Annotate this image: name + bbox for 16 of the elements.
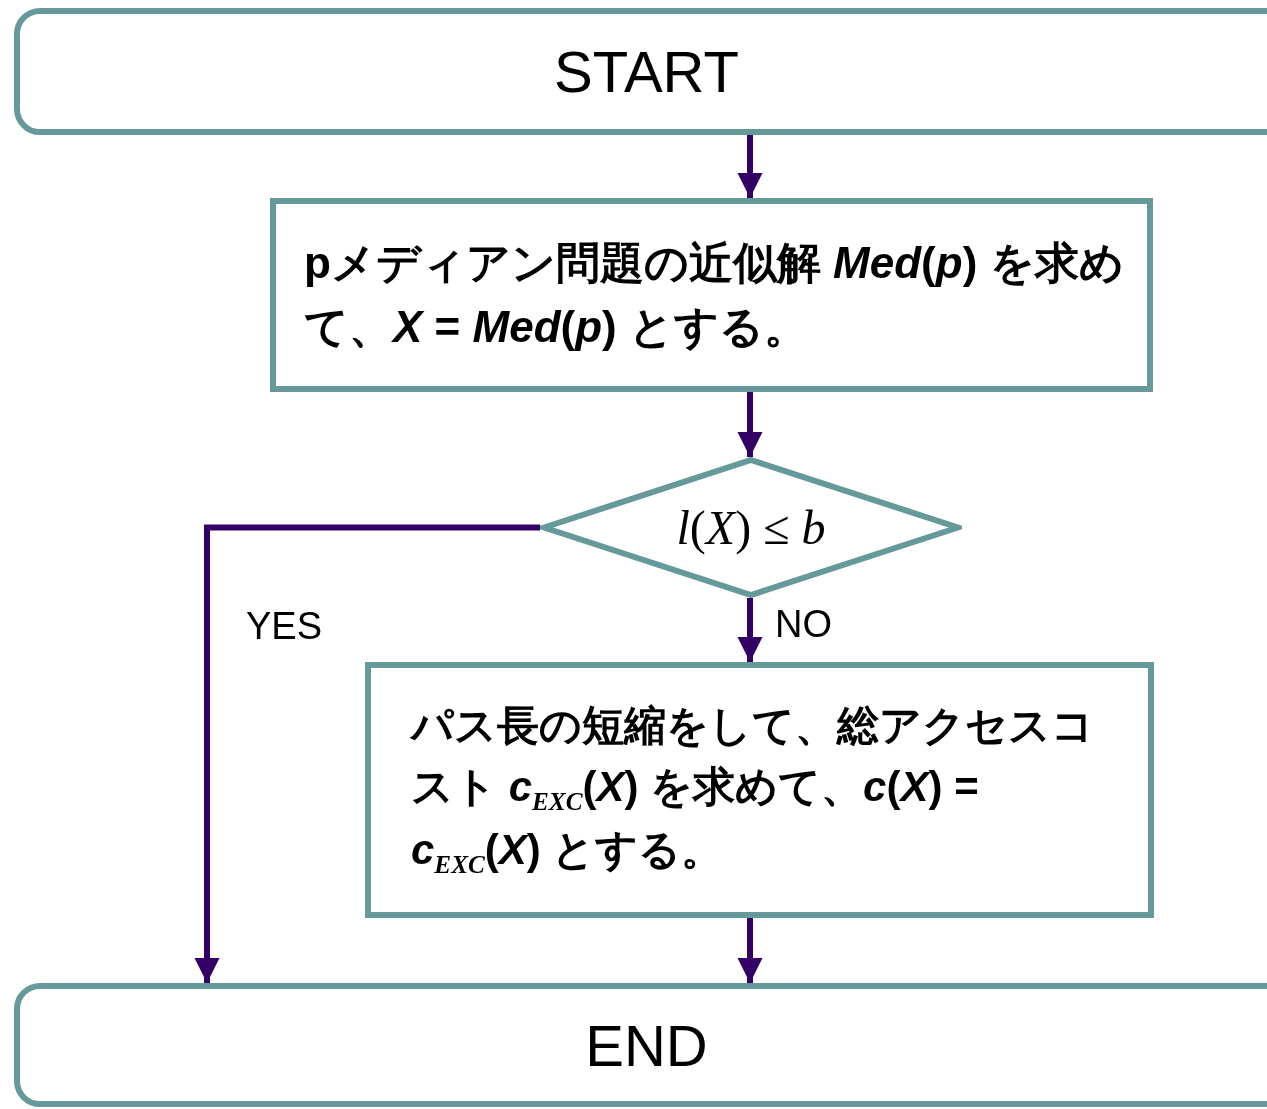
arrow: [737, 392, 763, 457]
arrow: [737, 598, 763, 662]
arrow: [737, 135, 763, 198]
terminal-label: END: [585, 1011, 708, 1079]
process-text: pメディアン問題の近似解 Med(p) を求めて、X = Med(p) とする。: [304, 237, 1125, 353]
terminal-label: START: [554, 38, 739, 105]
condition-text: l(X) ≤ b: [676, 500, 826, 555]
process-box: [270, 198, 1153, 392]
arrow: [737, 918, 763, 983]
terminal-box: [14, 8, 1267, 135]
edge-label: YES: [246, 607, 323, 645]
arrow: [194, 524, 540, 983]
terminal-box: [14, 983, 1267, 1107]
process-box: [365, 662, 1154, 918]
edge-label: NO: [775, 605, 832, 643]
process-text: パス長の短縮をして、総アクセスコスト c$_{EXC}$(X) を求めて、c(X) = c$_{EXC}$(X) とする。: [411, 700, 1095, 881]
